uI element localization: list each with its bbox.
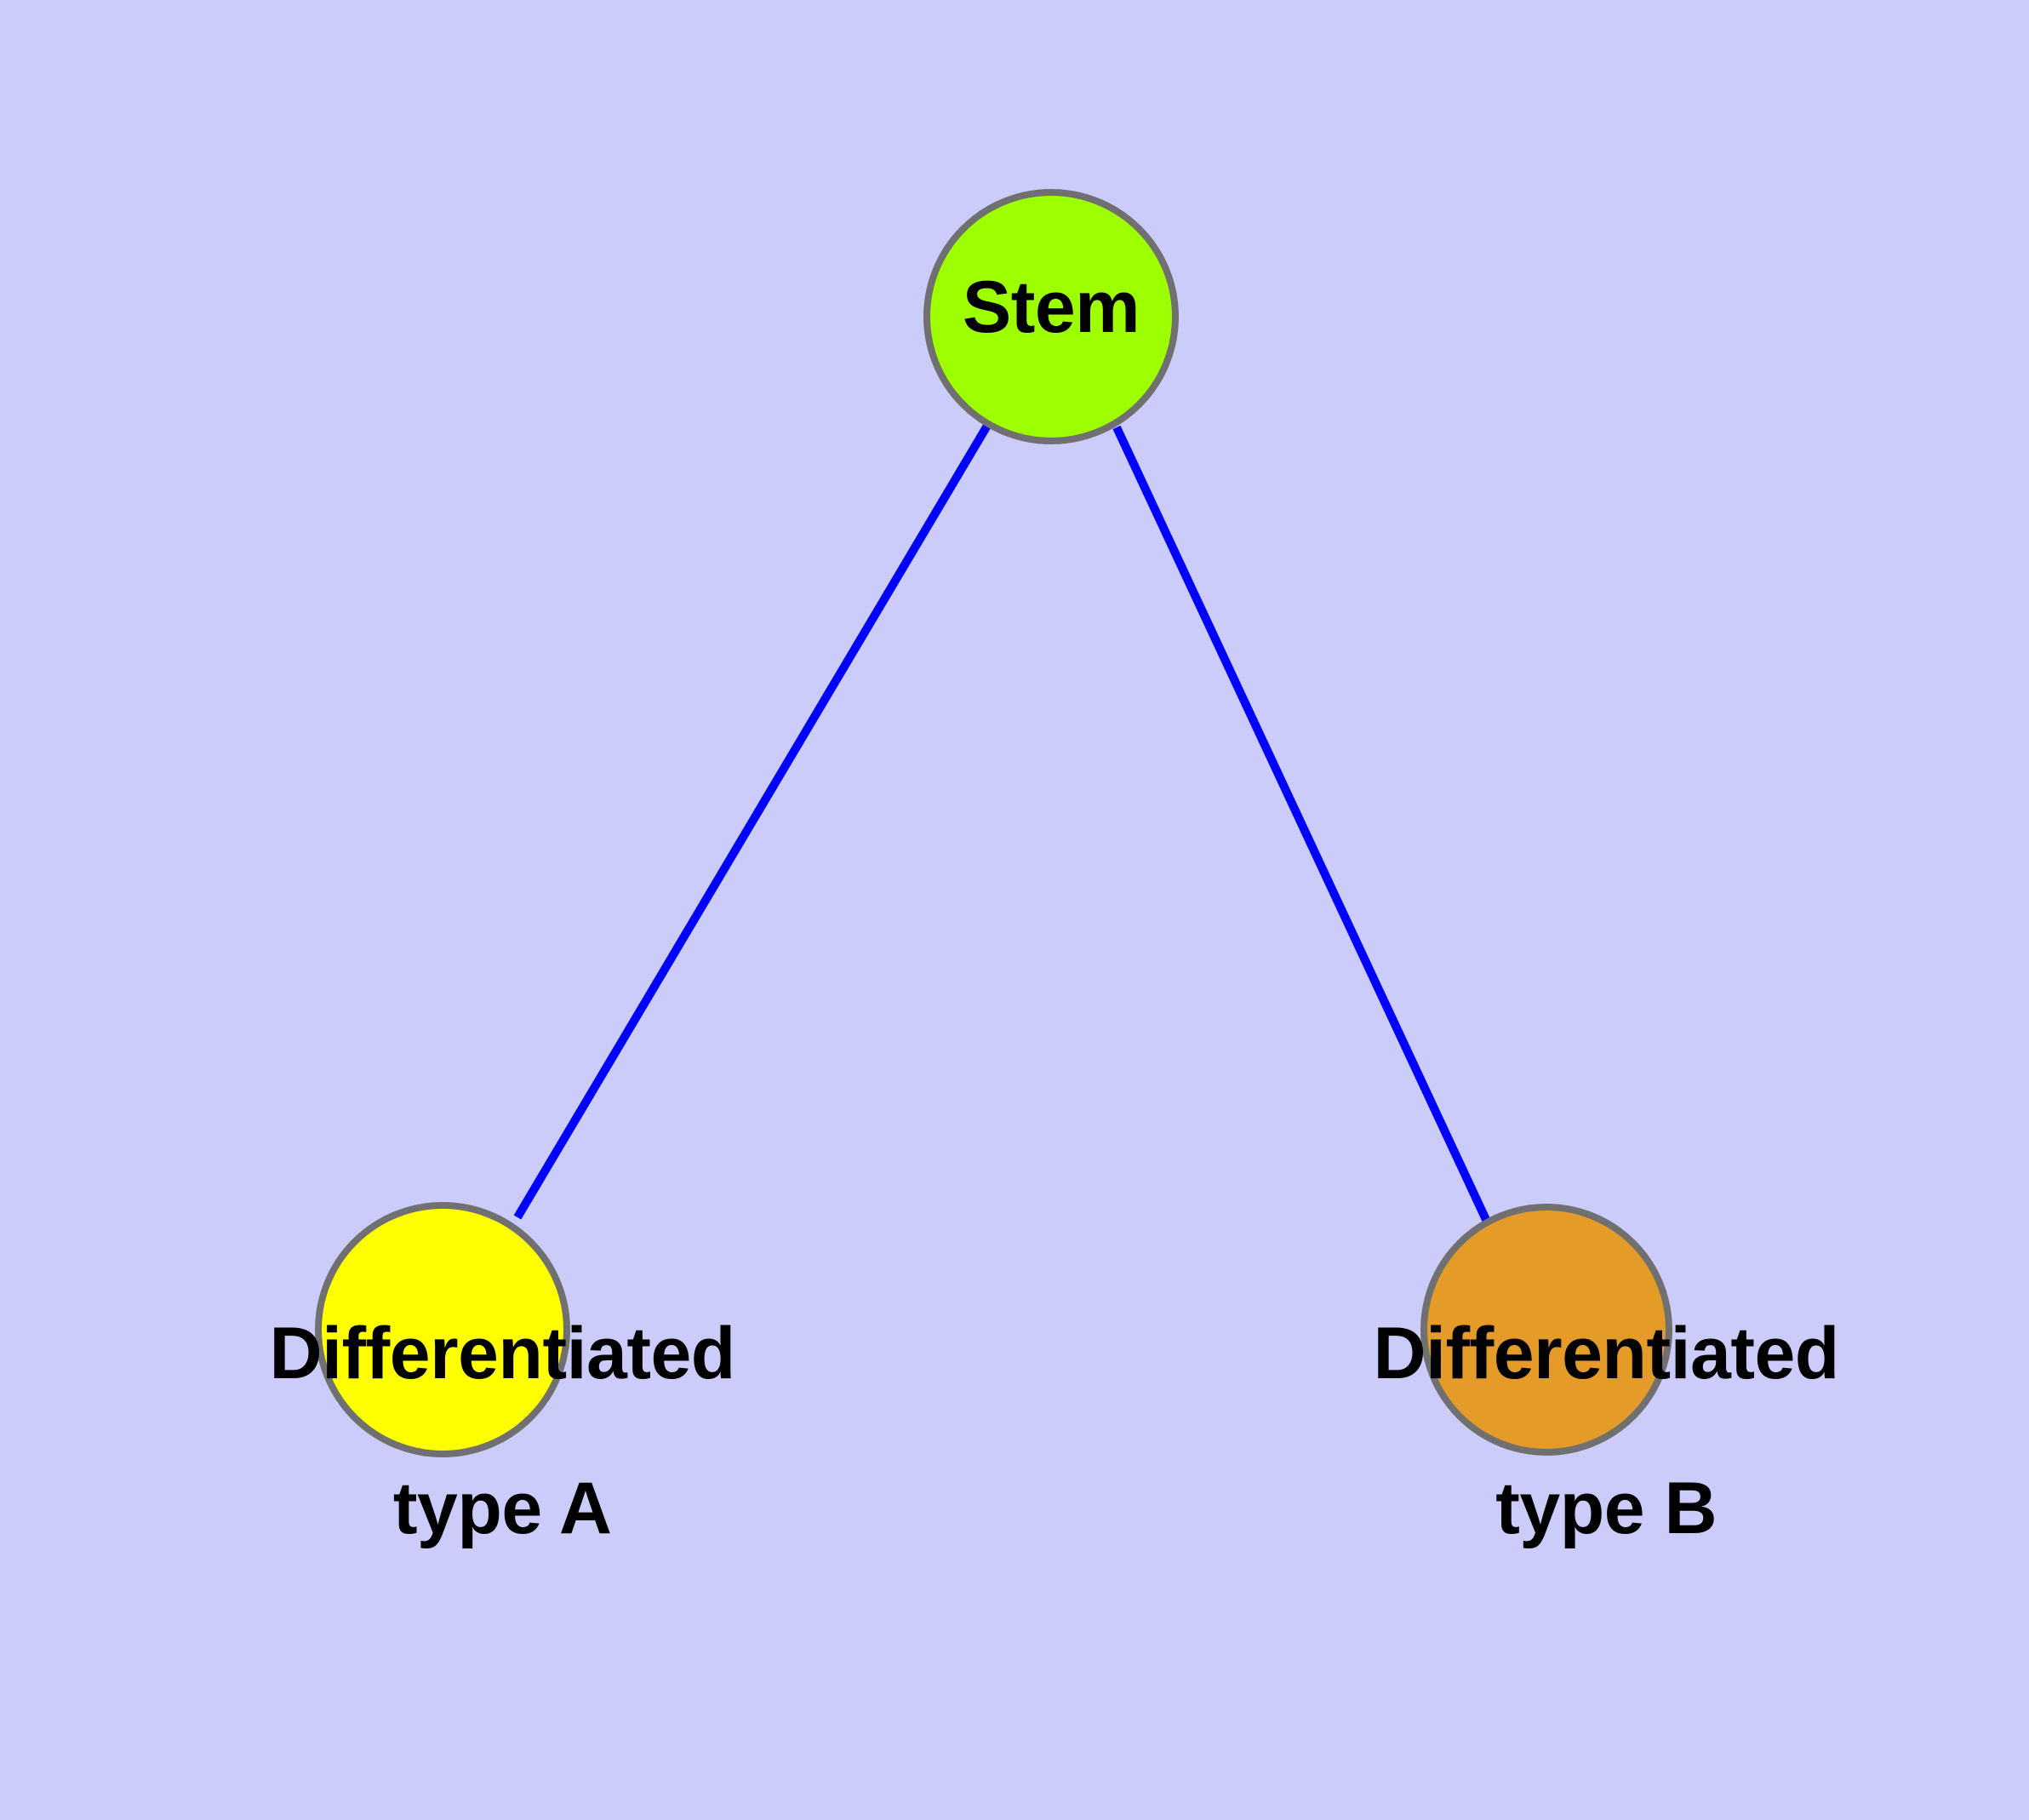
node-differentiated-type-b[interactable]: Differentiated type B	[1374, 1204, 1839, 1548]
node-stem[interactable]: Stem	[923, 189, 1179, 444]
node-differentiated-type-b-circle[interactable]	[1420, 1204, 1672, 1456]
edge-stem-to-differentiated-type-a[interactable]	[513, 423, 992, 1220]
node-stem-circle[interactable]	[923, 189, 1179, 444]
edge-stem-to-differentiated-type-b[interactable]	[1112, 425, 1492, 1226]
node-differentiated-type-a[interactable]: Differentiated type A	[270, 1202, 735, 1548]
node-differentiated-type-a-circle[interactable]	[315, 1202, 570, 1457]
